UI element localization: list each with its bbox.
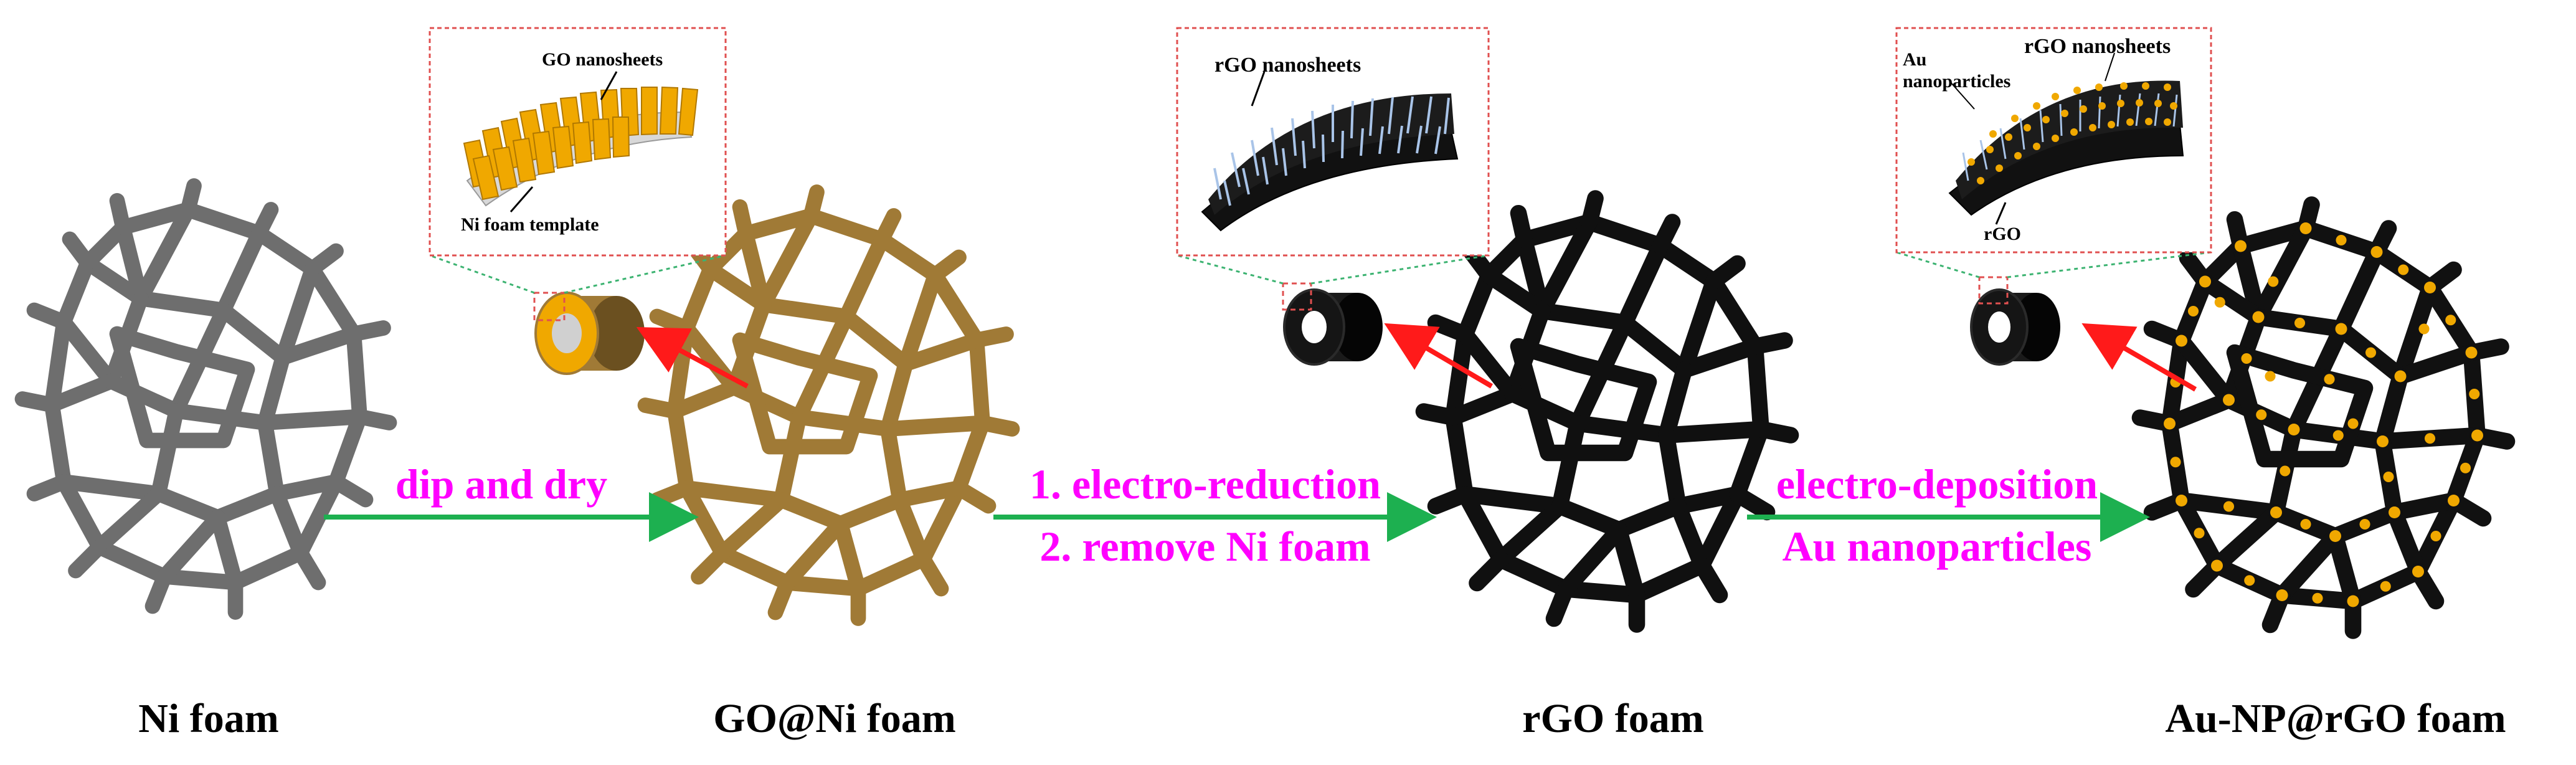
inset-rgo: rGO nanosheets — [1176, 27, 1490, 257]
step-3-line-2: Au nanoparticles — [1783, 523, 2092, 570]
au-rgo-foam-illustration — [2140, 204, 2507, 630]
ni-foam-template-label: Ni foam template — [461, 214, 599, 235]
zoom-arrow-3 — [2081, 323, 2197, 392]
rgo-foam-illustration — [1424, 198, 1791, 624]
zoom-arrow-1 — [636, 326, 749, 389]
step-2-line-2: 2. remove Ni foam — [1039, 523, 1370, 570]
au-rgo-nanosheets-label: rGO nanosheets — [2024, 35, 2171, 58]
step-3-line-1: electro-deposition — [1776, 460, 2098, 508]
stage-label-rgo-foam: rGO foam — [1522, 696, 1703, 741]
go-nanosheets-graphic — [463, 86, 699, 201]
stage-label-go-ni-foam: GO@Ni foam — [713, 696, 956, 741]
step-2-line-1: 1. electro-reduction — [1030, 460, 1381, 508]
zoom-arrow-2 — [1384, 323, 1494, 389]
inset-go: GO nanosheets Ni foam template — [429, 27, 727, 257]
go-coated-tube-icon — [533, 292, 645, 375]
au-label-line-1: Au — [1903, 49, 1926, 70]
rgo-nanosheets-graphic — [1213, 96, 1450, 206]
stage-label-ni-foam: Ni foam — [138, 696, 278, 741]
ni-foam-illustration — [22, 186, 389, 612]
step-1-label: dip and dry — [395, 460, 607, 508]
stage-label-au-rgo-foam: Au-NP@rGO foam — [2165, 696, 2506, 741]
inset-au: rGO nanosheets Au nanoparticles rGO — [1895, 27, 2212, 254]
rgo-core-label: rGO — [1984, 224, 2021, 244]
rgo-tube-icon — [1282, 282, 1383, 366]
au-label-line-2: nanoparticles — [1903, 71, 2010, 92]
zoom-connectors — [429, 251, 2212, 294]
au-nanoparticles-graphic — [1968, 82, 2177, 184]
au-rgo-nanosheets-graphic — [1962, 93, 2178, 181]
go-nanosheets-label: GO nanosheets — [542, 49, 663, 70]
au-rgo-tube-icon — [1970, 276, 2060, 366]
rgo-nanosheets-label: rGO nanosheets — [1215, 54, 1361, 77]
